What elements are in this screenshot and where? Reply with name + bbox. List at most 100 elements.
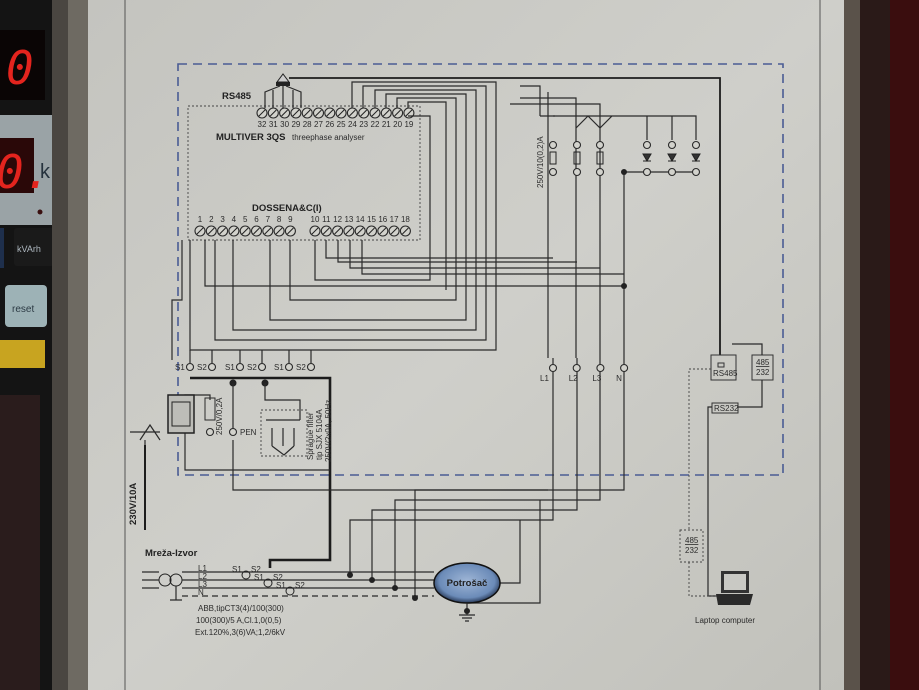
converter-top: 485 [756,358,770,367]
ct-s1-label: S1 [276,581,286,590]
rs485-connector-icon [264,73,721,355]
fuse-terminal [595,140,605,150]
junction-node [412,595,418,601]
terminal-number: 13 [344,215,353,224]
terminal-number: 7 [266,215,271,224]
terminal-number: 6 [254,215,259,224]
ct-spec-1: ABB,tipCT3(4)/100(300) [198,604,284,613]
terminal-22-slash [371,109,379,117]
terminal-number: 31 [269,120,278,129]
phase-terminal-l2 [572,363,581,373]
terminal-27-slash [315,109,322,117]
ct-input-s2 [207,362,217,372]
terminal-13-slash [345,227,353,235]
phase-terminal-l3 [596,363,605,373]
phase-label: N [616,374,622,383]
ct-spec-3: Ext.120%,3(6)VA;1,2/6kV [195,628,286,637]
filter-name: Sprague filter [306,412,315,460]
supply-label: 230V/10A [128,483,139,525]
network-line-label: N [198,588,204,597]
fuse-icon [573,151,581,165]
terminal-number: 24 [348,120,357,129]
terminal-16-slash [379,227,387,235]
led-diode-icon [642,153,652,163]
terminal-number: 21 [382,120,391,129]
ct-s1-label: S1 [232,565,242,574]
kvarh-button-label: kVArh [17,244,41,254]
ct-input-label: S2 [247,363,257,372]
terminal-7-slash [264,227,272,235]
led-terminal [667,167,677,177]
terminal-26-slash [326,109,334,117]
terminal-8-slash [275,227,283,235]
terminal-number: 25 [337,120,346,129]
meter-device-panel: 0 0. k kVArh reset [0,0,90,690]
fuse-terminal [572,167,582,177]
junction-node [392,585,398,591]
laptop-label: Laptop computer [695,616,755,625]
load-potrosac: Potrošač [433,562,501,622]
terminal-number: 5 [243,215,248,224]
terminal-number: 18 [401,215,410,224]
terminal-number: 9 [288,215,293,224]
terminal-2-slash [207,227,215,235]
led-terminal [691,140,701,150]
current-transformer-icon [285,586,295,596]
terminal-10-slash [311,227,319,235]
analyser-name: MULTIVER 3QS [216,132,286,143]
terminal-number: 11 [322,215,331,224]
terminal-24-slash [349,109,356,117]
terminal-15-slash [368,227,375,235]
terminal-number: 20 [393,120,402,129]
reset-button[interactable] [5,285,47,327]
fuse-icon [549,151,557,165]
terminal-29-slash [292,109,300,117]
aux-fuse-label: 250V/0,2A [215,397,224,435]
terminal-number: 1 [198,215,203,224]
display-mid: 0. [0,145,51,199]
led-terminal [691,167,701,177]
phase-terminal-n [620,363,629,373]
led-terminal [667,140,677,150]
terminal-number: 22 [371,120,380,129]
led-diode-icon [667,153,677,163]
phase-indicator-leds [642,140,701,177]
ct-input-s1 [284,362,294,372]
phase-label: L2 [569,374,578,383]
terminal-11-slash [322,227,330,235]
terminal-number: 12 [333,215,342,224]
ct-input-s2 [306,362,316,372]
rs485-port-box [710,354,737,381]
ext-converter-top: 485 [685,536,699,545]
phase-terminal-l1 [548,363,558,373]
terminal-18-slash [402,227,409,235]
filter-rating: 250V/2x0A, 50Hz [324,400,333,462]
terminal-number: 32 [258,120,267,129]
display-top: 0 [6,41,34,95]
terminal-number: 3 [220,215,225,224]
terminal-number: 27 [314,120,323,129]
terminal-23-slash [360,109,368,117]
phase-label: L3 [592,374,601,383]
analyser-description: threephase analyser [292,133,365,142]
cabinet-boundary [177,63,784,476]
fuse-terminal [548,140,558,150]
ct-s2-label: S2 [295,581,305,590]
fuse-terminal [548,167,558,177]
display-unit: k [40,161,51,183]
rs485-port-label: RS485 [713,369,738,378]
terminal-1-slash [196,227,204,235]
terminal-number: 14 [356,215,365,224]
ct-input-s2 [257,362,267,372]
analyser-maker: DOSSENA&C(I) [252,203,322,214]
terminal-9-slash [287,227,294,235]
fuse-rating: 250V/10(0,2)A [536,136,545,188]
phase-label: L1 [540,374,549,383]
terminal-6-slash [253,227,260,235]
kvarh-button[interactable] [14,228,54,266]
rs232-port-box [711,402,739,414]
ct-input-s1 [235,362,245,372]
